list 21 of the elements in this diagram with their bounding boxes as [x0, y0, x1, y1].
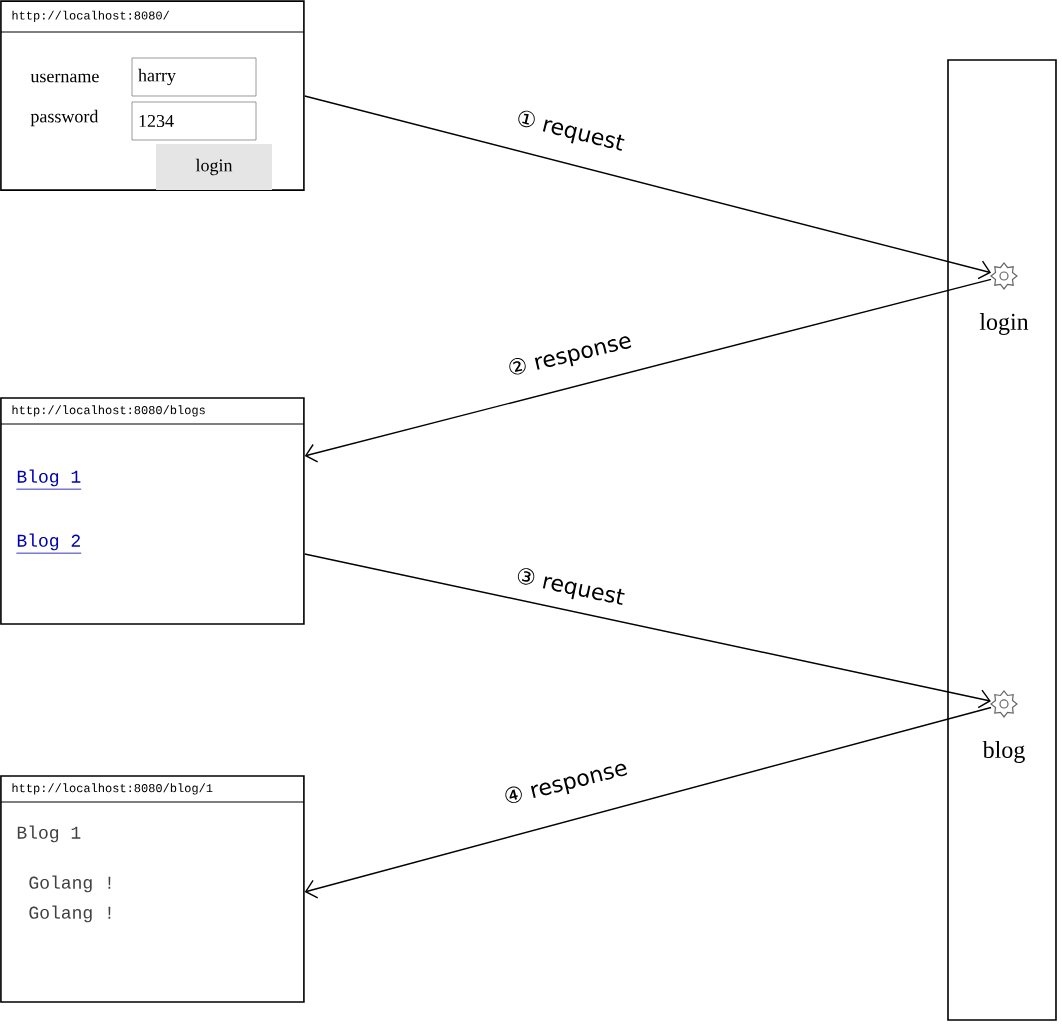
arrow — [304, 278, 992, 463]
page-text: Golang ! — [29, 905, 111, 923]
input-field: 1234 — [131, 101, 257, 141]
edge-label: ④ response — [499, 756, 633, 812]
edge-label: ② response — [503, 328, 637, 384]
edge-label: ③ request — [511, 563, 629, 612]
endpoint-label: blog — [982, 741, 1025, 763]
login-button: login — [156, 144, 272, 190]
arrow — [304, 553, 991, 709]
link: Blog 1 — [16, 469, 82, 490]
arrow — [304, 706, 992, 899]
field-label: password — [30, 109, 99, 127]
endpoint-label: login — [979, 313, 1029, 335]
field-label: username — [30, 73, 99, 83]
arrow — [304, 95, 992, 280]
link: Blog 2 — [16, 533, 82, 554]
edge-label: ① request — [511, 106, 629, 158]
page-text: Golang ! — [29, 875, 111, 893]
input-field: harry — [131, 57, 257, 97]
page-text: Blog 1 — [17, 825, 81, 843]
server-box — [947, 59, 1057, 1021]
